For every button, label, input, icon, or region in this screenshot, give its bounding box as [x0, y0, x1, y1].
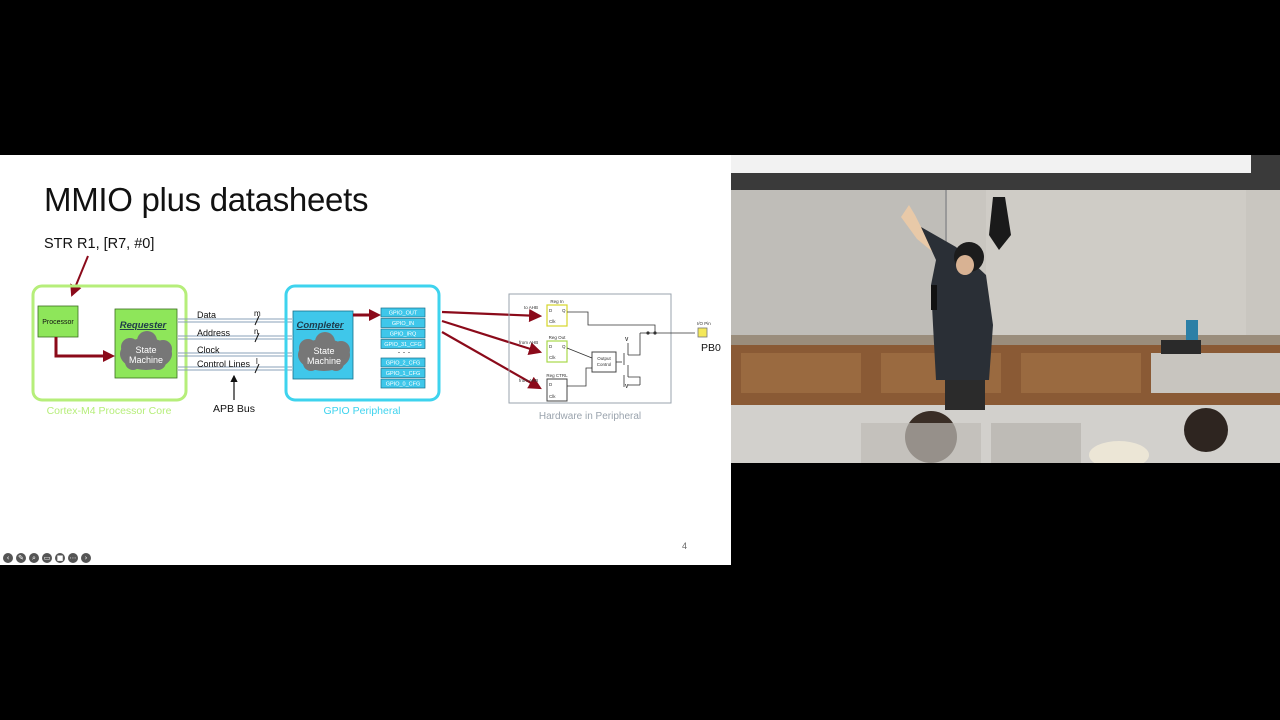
vdd-label: V — [625, 337, 629, 343]
mmio-diagram: Processor Requester State Machine Cortex… — [31, 255, 721, 422]
bus-data-width: m — [254, 309, 261, 318]
bus-address-label: Address — [197, 328, 231, 338]
register-ellipsis: . . . — [398, 345, 411, 355]
camera-icon[interactable]: ■ — [55, 553, 65, 563]
apb-bus-label: APB Bus — [213, 403, 255, 415]
vss-label: V — [625, 384, 629, 390]
requester-sm-line1: State — [135, 345, 156, 355]
requester-sm-line2: Machine — [129, 355, 163, 365]
lecture-camera-feed — [731, 155, 1280, 463]
gpio-register-label: GPIO_OUT — [389, 311, 418, 317]
gpio-register-box — [380, 378, 426, 389]
gpio-register-label: GPIO_1_CFG — [386, 371, 421, 377]
hardware-wiring — [566, 311, 695, 387]
lecturer — [901, 205, 993, 410]
junction-dot — [646, 331, 650, 335]
gpio-register-box — [380, 328, 426, 339]
requester-state-machine-cloud — [120, 331, 172, 370]
completer-state-machine-cloud — [298, 332, 350, 371]
forward-icon[interactable]: › — [81, 553, 91, 563]
reg-out-label: Reg Out — [549, 335, 567, 340]
requester-label: Requester — [120, 320, 168, 331]
gpio-register-label: GPIO_IRQ — [390, 332, 417, 338]
cortex-m4-box — [31, 284, 188, 402]
register-to-reg-ctrl-arrow — [441, 331, 542, 390]
completer-sm-line2: Machine — [307, 356, 341, 366]
reg-in-clk: Clk — [549, 319, 556, 324]
camera-scene — [731, 155, 1280, 463]
hardware-box — [508, 293, 672, 404]
reg-out-d: D — [549, 344, 553, 349]
hardware-label: Hardware in Peripheral — [539, 411, 641, 422]
gpio-peripheral-box — [284, 284, 441, 402]
lecture-slide: MMIO plus datasheets STR R1, [R7, #0] Pr… — [0, 155, 731, 565]
reg-ctrl-block — [546, 378, 568, 402]
instruction-arrow — [70, 255, 89, 297]
gpio-register-box — [380, 357, 426, 368]
page-number: 4 — [682, 541, 688, 551]
bus-data-label: Data — [197, 310, 216, 320]
register-to-reg-out-arrow — [441, 319, 543, 355]
gpio-register-box — [380, 307, 426, 318]
reg-in-block — [546, 304, 568, 327]
processor-to-requester-arrow — [54, 337, 115, 362]
reg-ctrl-d: D — [549, 382, 553, 387]
reg-ctrl-clk: Clk — [549, 394, 556, 399]
junction-dot-2 — [653, 331, 657, 335]
processor-label: Processor — [42, 319, 74, 326]
completer-sm-line1: State — [313, 346, 334, 356]
reg-in-d: D — [549, 308, 553, 313]
reg-out-block — [546, 340, 568, 363]
more-icon[interactable]: ⋯ — [68, 553, 78, 563]
water-bottle — [1186, 320, 1198, 345]
reg-in-label: Reg In — [550, 299, 564, 304]
reg-in-q: Q — [562, 308, 566, 313]
gpio-register-label: GPIO_0_CFG — [386, 382, 421, 388]
gpio-register-box — [380, 318, 426, 328]
bus-control-lines-label: Control Lines — [197, 359, 251, 369]
pen-icon[interactable]: ✎ — [16, 553, 26, 563]
bus-control-width: l — [256, 357, 258, 366]
gpio-register-label: GPIO_IN — [392, 321, 414, 327]
io-pin-label: I/O Pin — [697, 321, 711, 326]
captions-icon[interactable]: ▭ — [42, 553, 52, 563]
register-to-reg-in-arrow — [441, 308, 543, 323]
cortex-m4-label: Cortex-M4 Processor Core — [47, 405, 172, 417]
reg-ctrl-label: Reg CTRL — [546, 373, 568, 378]
output-control-line2: Control — [597, 362, 612, 367]
gpio-peripheral-label: GPIO Peripheral — [323, 405, 400, 417]
gpio-register-label: GPIO_31_CFG — [384, 342, 422, 348]
to-ahb-label: to AHB — [524, 305, 538, 310]
projector-screen-edge — [731, 155, 1251, 173]
gpio-registers-bottom: GPIO_2_CFG GPIO_1_CFG GPIO_0_CFG — [380, 357, 426, 389]
hanging-cloth — [989, 197, 1011, 250]
gpio-register-box — [380, 368, 426, 378]
from-ahb-label-1: from AHB — [519, 340, 538, 345]
pb0-label: PB0 — [701, 342, 721, 354]
assembly-instruction: STR R1, [R7, #0] — [44, 236, 155, 252]
bus-address-width: n — [254, 327, 258, 336]
apb-bus-lines — [178, 318, 292, 371]
slide-toolbar: ‹ ✎ ⌕ ▭ ■ ⋯ › — [3, 553, 91, 563]
back-icon[interactable]: ‹ — [3, 553, 13, 563]
from-ahb-label-2: from AHB — [519, 378, 538, 383]
slide-title: MMIO plus datasheets — [44, 181, 369, 218]
output-control-line1: Output — [597, 356, 611, 361]
reg-out-q: Q — [562, 344, 566, 349]
io-pin-square — [697, 327, 708, 338]
bus-clock-label: Clock — [197, 345, 220, 355]
completer-label: Completer — [297, 320, 345, 331]
gpio-register-label: GPIO_2_CFG — [386, 361, 421, 367]
zoom-icon[interactable]: ⌕ — [29, 553, 39, 563]
reg-out-clk: Clk — [549, 355, 556, 360]
gpio-registers-top: GPIO_OUT GPIO_IN GPIO_IRQ GPIO_31_CFG — [380, 307, 426, 349]
bus-width-slashes — [254, 315, 260, 374]
processor-block — [37, 305, 79, 338]
gpio-register-box — [380, 339, 426, 349]
